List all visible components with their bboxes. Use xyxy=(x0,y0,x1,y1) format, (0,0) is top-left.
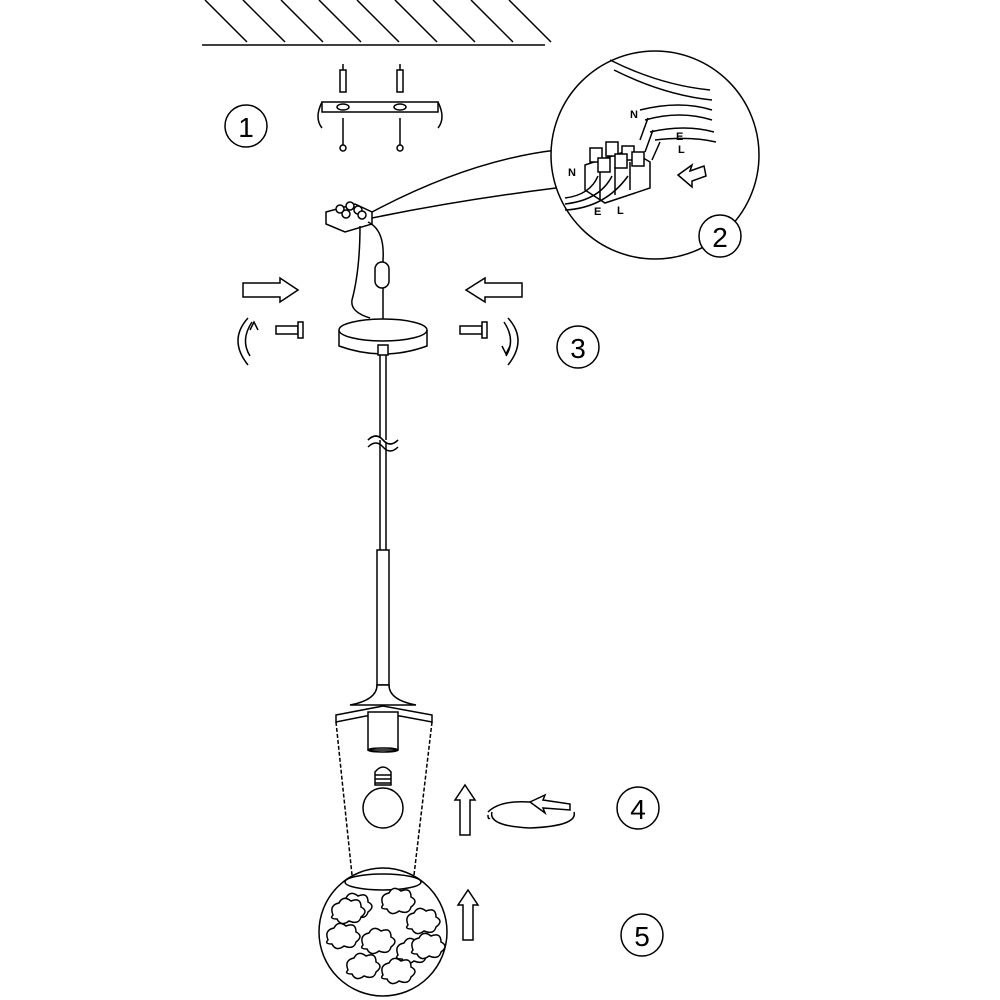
wire-label-e: E xyxy=(676,131,683,143)
wire-label-l: L xyxy=(678,144,685,156)
ceiling-hatch xyxy=(470,0,514,43)
step-2-badge: 2 xyxy=(698,214,742,258)
wiring-detail-inset: N E L N E L xyxy=(371,50,760,260)
ceiling-hatch xyxy=(280,0,324,43)
ceiling-hatch xyxy=(204,0,248,43)
globe-cloud-pattern xyxy=(345,952,381,980)
suspension-cord xyxy=(349,355,417,706)
svg-text:3: 3 xyxy=(570,333,586,364)
ceiling-hatch xyxy=(356,0,400,43)
svg-text:4: 4 xyxy=(630,794,646,825)
ceiling-hatch xyxy=(508,0,552,43)
svg-text:2: 2 xyxy=(712,222,728,253)
wire-label-n: N xyxy=(568,167,576,179)
ceiling-hatch xyxy=(432,0,476,43)
screw-icon xyxy=(339,64,347,152)
screw-icon xyxy=(396,64,404,152)
screw-icon xyxy=(275,321,304,339)
rotate-icon xyxy=(487,793,575,829)
arrow-right-icon xyxy=(242,276,300,304)
screw-icon xyxy=(459,321,488,339)
ceiling xyxy=(202,0,552,46)
wire-label-l: L xyxy=(617,205,624,217)
globe-cloud-pattern xyxy=(410,932,446,960)
lamp-shade xyxy=(335,705,433,876)
wire-label-e: E xyxy=(594,206,601,218)
ceiling-hatch xyxy=(242,0,286,43)
ceiling-hatch xyxy=(318,0,362,43)
globe-cloud-pattern xyxy=(325,922,361,950)
step-5-badge: 5 xyxy=(620,913,664,957)
glass-globe xyxy=(318,867,448,997)
svg-text:1: 1 xyxy=(238,112,254,143)
terminal-block xyxy=(325,201,390,320)
mounting-bracket xyxy=(317,64,443,152)
globe-cloud-pattern xyxy=(380,957,416,985)
step-1-badge: 1 xyxy=(224,104,268,148)
step-4-badge: 4 xyxy=(616,786,660,830)
arrow-left-icon xyxy=(676,163,707,189)
wire-label-n: N xyxy=(630,109,638,121)
globe-cloud-pattern xyxy=(360,927,396,955)
svg-text:5: 5 xyxy=(634,921,650,952)
globe-cloud-pattern xyxy=(405,907,441,935)
arrow-up-icon xyxy=(453,783,477,836)
arrow-up-icon xyxy=(456,888,480,941)
rotate-icon xyxy=(237,317,259,366)
globe-cloud-pattern xyxy=(330,897,366,925)
arrow-left-icon xyxy=(464,276,523,304)
step-3-badge: 3 xyxy=(556,325,600,369)
rotate-icon xyxy=(501,317,519,366)
bulb-icon xyxy=(362,766,404,829)
ceiling-canopy xyxy=(338,318,428,356)
globe-cloud-pattern xyxy=(380,887,416,915)
ceiling-hatch xyxy=(394,0,438,43)
